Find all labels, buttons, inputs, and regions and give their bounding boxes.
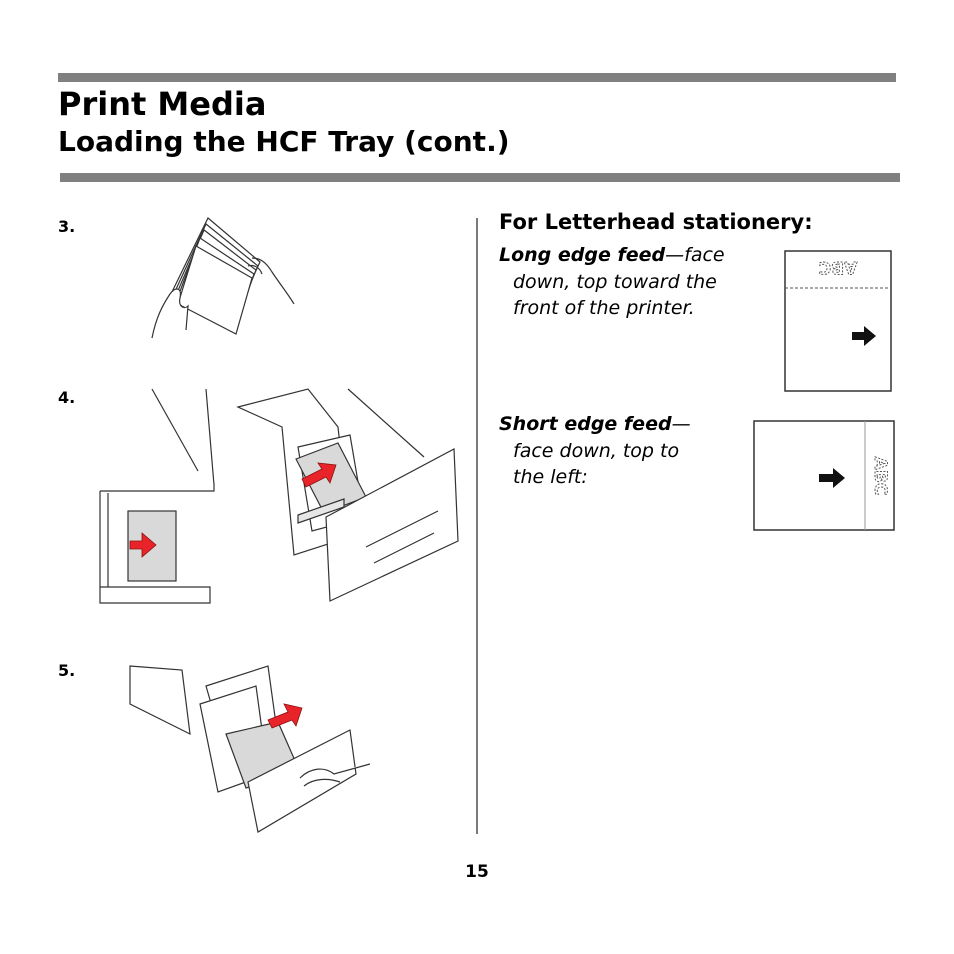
long-edge-sample-text: ABC [819,257,858,277]
page-number: 15 [465,862,489,882]
long-edge-feed-diagram: ABC [784,250,892,392]
short-edge-feed-diagram: ABC [753,420,895,531]
top-rule [58,73,896,82]
short-edge-feed-line2: face down, top to [513,439,680,462]
short-edge-feed-line1: — [671,413,691,435]
long-edge-feed-label: Long edge feed [499,244,666,266]
short-edge-arrow-icon [819,468,845,488]
header-bottom-rule [60,173,900,182]
long-edge-feed-line3: front of the printer. [513,297,695,319]
long-edge-feed-line1: —face [665,244,725,266]
column-divider [476,218,478,834]
long-edge-arrow-icon [852,326,876,346]
letterhead-heading: For Letterhead stationery: [499,210,813,234]
step-number-4: 4. [58,388,76,407]
step-number-3: 3. [58,217,76,236]
page-subtitle: Loading the HCF Tray (cont.) [58,125,510,158]
step-number-5: 5. [58,661,76,680]
short-edge-sample-text: ABC [870,457,890,496]
fan-paper-illustration [151,217,295,339]
short-edge-feed-line3: the left: [513,466,588,488]
long-edge-feed-line2: down, top toward the [513,270,717,293]
page-title: Print Media [58,85,267,123]
long-edge-feed-text: Long edge feed—face down, top toward the… [499,242,769,322]
load-drawer-illustration [99,388,459,604]
short-edge-feed-label: Short edge feed [499,413,672,435]
close-drawer-illustration [129,665,371,833]
short-edge-feed-text: Short edge feed— face down, top to the l… [499,411,739,491]
